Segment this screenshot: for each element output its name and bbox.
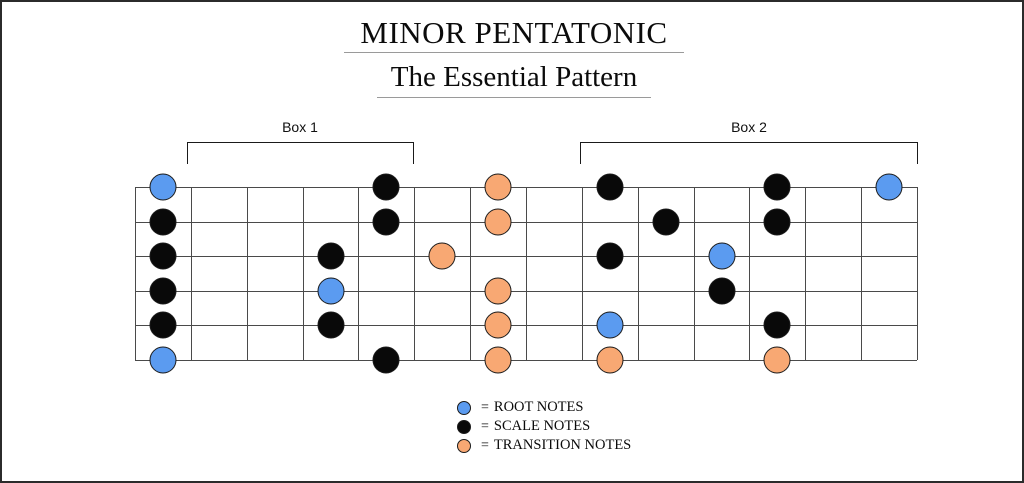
note-scale-s1-f5 bbox=[372, 173, 400, 201]
legend-equals-sign: = bbox=[481, 399, 489, 415]
fretboard bbox=[135, 173, 918, 374]
note-root-s5-f9 bbox=[596, 311, 624, 339]
note-scale-s2-f1 bbox=[149, 208, 177, 236]
subtitle-wrap: The Essential Pattern bbox=[2, 61, 1022, 98]
fret-line-9 bbox=[637, 187, 639, 360]
legend-dot-transition-icon bbox=[457, 438, 471, 453]
fret-line-10 bbox=[693, 187, 695, 360]
note-root-s1-f14 bbox=[875, 173, 903, 201]
legend-label-scale: SCALE NOTES bbox=[493, 418, 591, 434]
note-scale-s2-f12 bbox=[763, 208, 791, 236]
legend-label-root: ROOT NOTES bbox=[493, 399, 584, 415]
note-scale-s4-f11 bbox=[708, 277, 735, 305]
page-subtitle: The Essential Pattern bbox=[376, 61, 652, 98]
box-bracket-2 bbox=[580, 142, 918, 164]
note-transition-s6-f12 bbox=[763, 346, 791, 374]
note-scale-s6-f5 bbox=[372, 346, 400, 374]
fret-line-0 bbox=[135, 187, 136, 360]
box-label-1: Box 1 bbox=[282, 119, 318, 135]
note-scale-s5-f4 bbox=[317, 311, 344, 339]
note-scale-s4-f1 bbox=[149, 277, 177, 305]
fret-line-13 bbox=[861, 187, 863, 360]
note-root-s3-f11 bbox=[708, 242, 735, 270]
legend-equals-sign: = bbox=[481, 418, 489, 434]
legend: =ROOT NOTES=SCALE NOTES=TRANSITION NOTES bbox=[457, 398, 631, 455]
note-transition-s2-f7 bbox=[484, 208, 512, 236]
note-transition-s3-f6 bbox=[428, 242, 456, 270]
note-scale-s3-f1 bbox=[149, 242, 177, 270]
legend-label-transition: TRANSITION NOTES bbox=[493, 437, 632, 453]
page-title: MINOR PENTATONIC bbox=[344, 15, 684, 54]
box-label-2: Box 2 bbox=[731, 119, 767, 135]
note-root-s1-f1 bbox=[149, 173, 177, 201]
note-scale-s5-f12 bbox=[763, 311, 791, 339]
fret-line-14 bbox=[917, 187, 918, 360]
legend-row-root: =ROOT NOTES bbox=[457, 398, 631, 417]
fret-line-7 bbox=[526, 187, 527, 360]
fret-line-11 bbox=[749, 187, 751, 360]
note-scale-s1-f12 bbox=[763, 173, 791, 201]
fret-line-3 bbox=[302, 187, 304, 360]
note-root-s4-f4 bbox=[317, 277, 344, 305]
note-scale-s1-f9 bbox=[596, 173, 624, 201]
note-scale-s2-f10 bbox=[652, 208, 680, 236]
note-scale-s3-f4 bbox=[317, 242, 344, 270]
note-scale-s2-f5 bbox=[372, 208, 400, 236]
note-transition-s1-f7 bbox=[484, 173, 512, 201]
title-block: MINOR PENTATONIC The Essential Pattern bbox=[2, 15, 1022, 98]
legend-dot-root-icon bbox=[457, 400, 471, 415]
note-transition-s6-f7 bbox=[484, 346, 512, 374]
note-transition-s5-f7 bbox=[484, 311, 512, 339]
fret-line-4 bbox=[358, 187, 360, 360]
legend-dot-scale-icon bbox=[457, 419, 471, 434]
string-line-6 bbox=[135, 360, 917, 361]
note-root-s6-f1 bbox=[149, 346, 177, 374]
note-transition-s6-f9 bbox=[596, 346, 624, 374]
legend-row-transition: =TRANSITION NOTES bbox=[457, 436, 631, 455]
fret-line-12 bbox=[805, 187, 807, 360]
fret-line-2 bbox=[246, 187, 248, 360]
legend-equals-sign: = bbox=[481, 437, 489, 453]
note-scale-s5-f1 bbox=[149, 311, 177, 339]
note-scale-s3-f9 bbox=[596, 242, 624, 270]
fret-line-1 bbox=[190, 187, 192, 360]
fret-line-6 bbox=[470, 187, 472, 360]
fret-line-5 bbox=[414, 187, 416, 360]
legend-row-scale: =SCALE NOTES bbox=[457, 417, 631, 436]
box-bracket-1 bbox=[187, 142, 414, 164]
note-transition-s4-f7 bbox=[484, 277, 512, 305]
fret-line-8 bbox=[581, 187, 583, 360]
